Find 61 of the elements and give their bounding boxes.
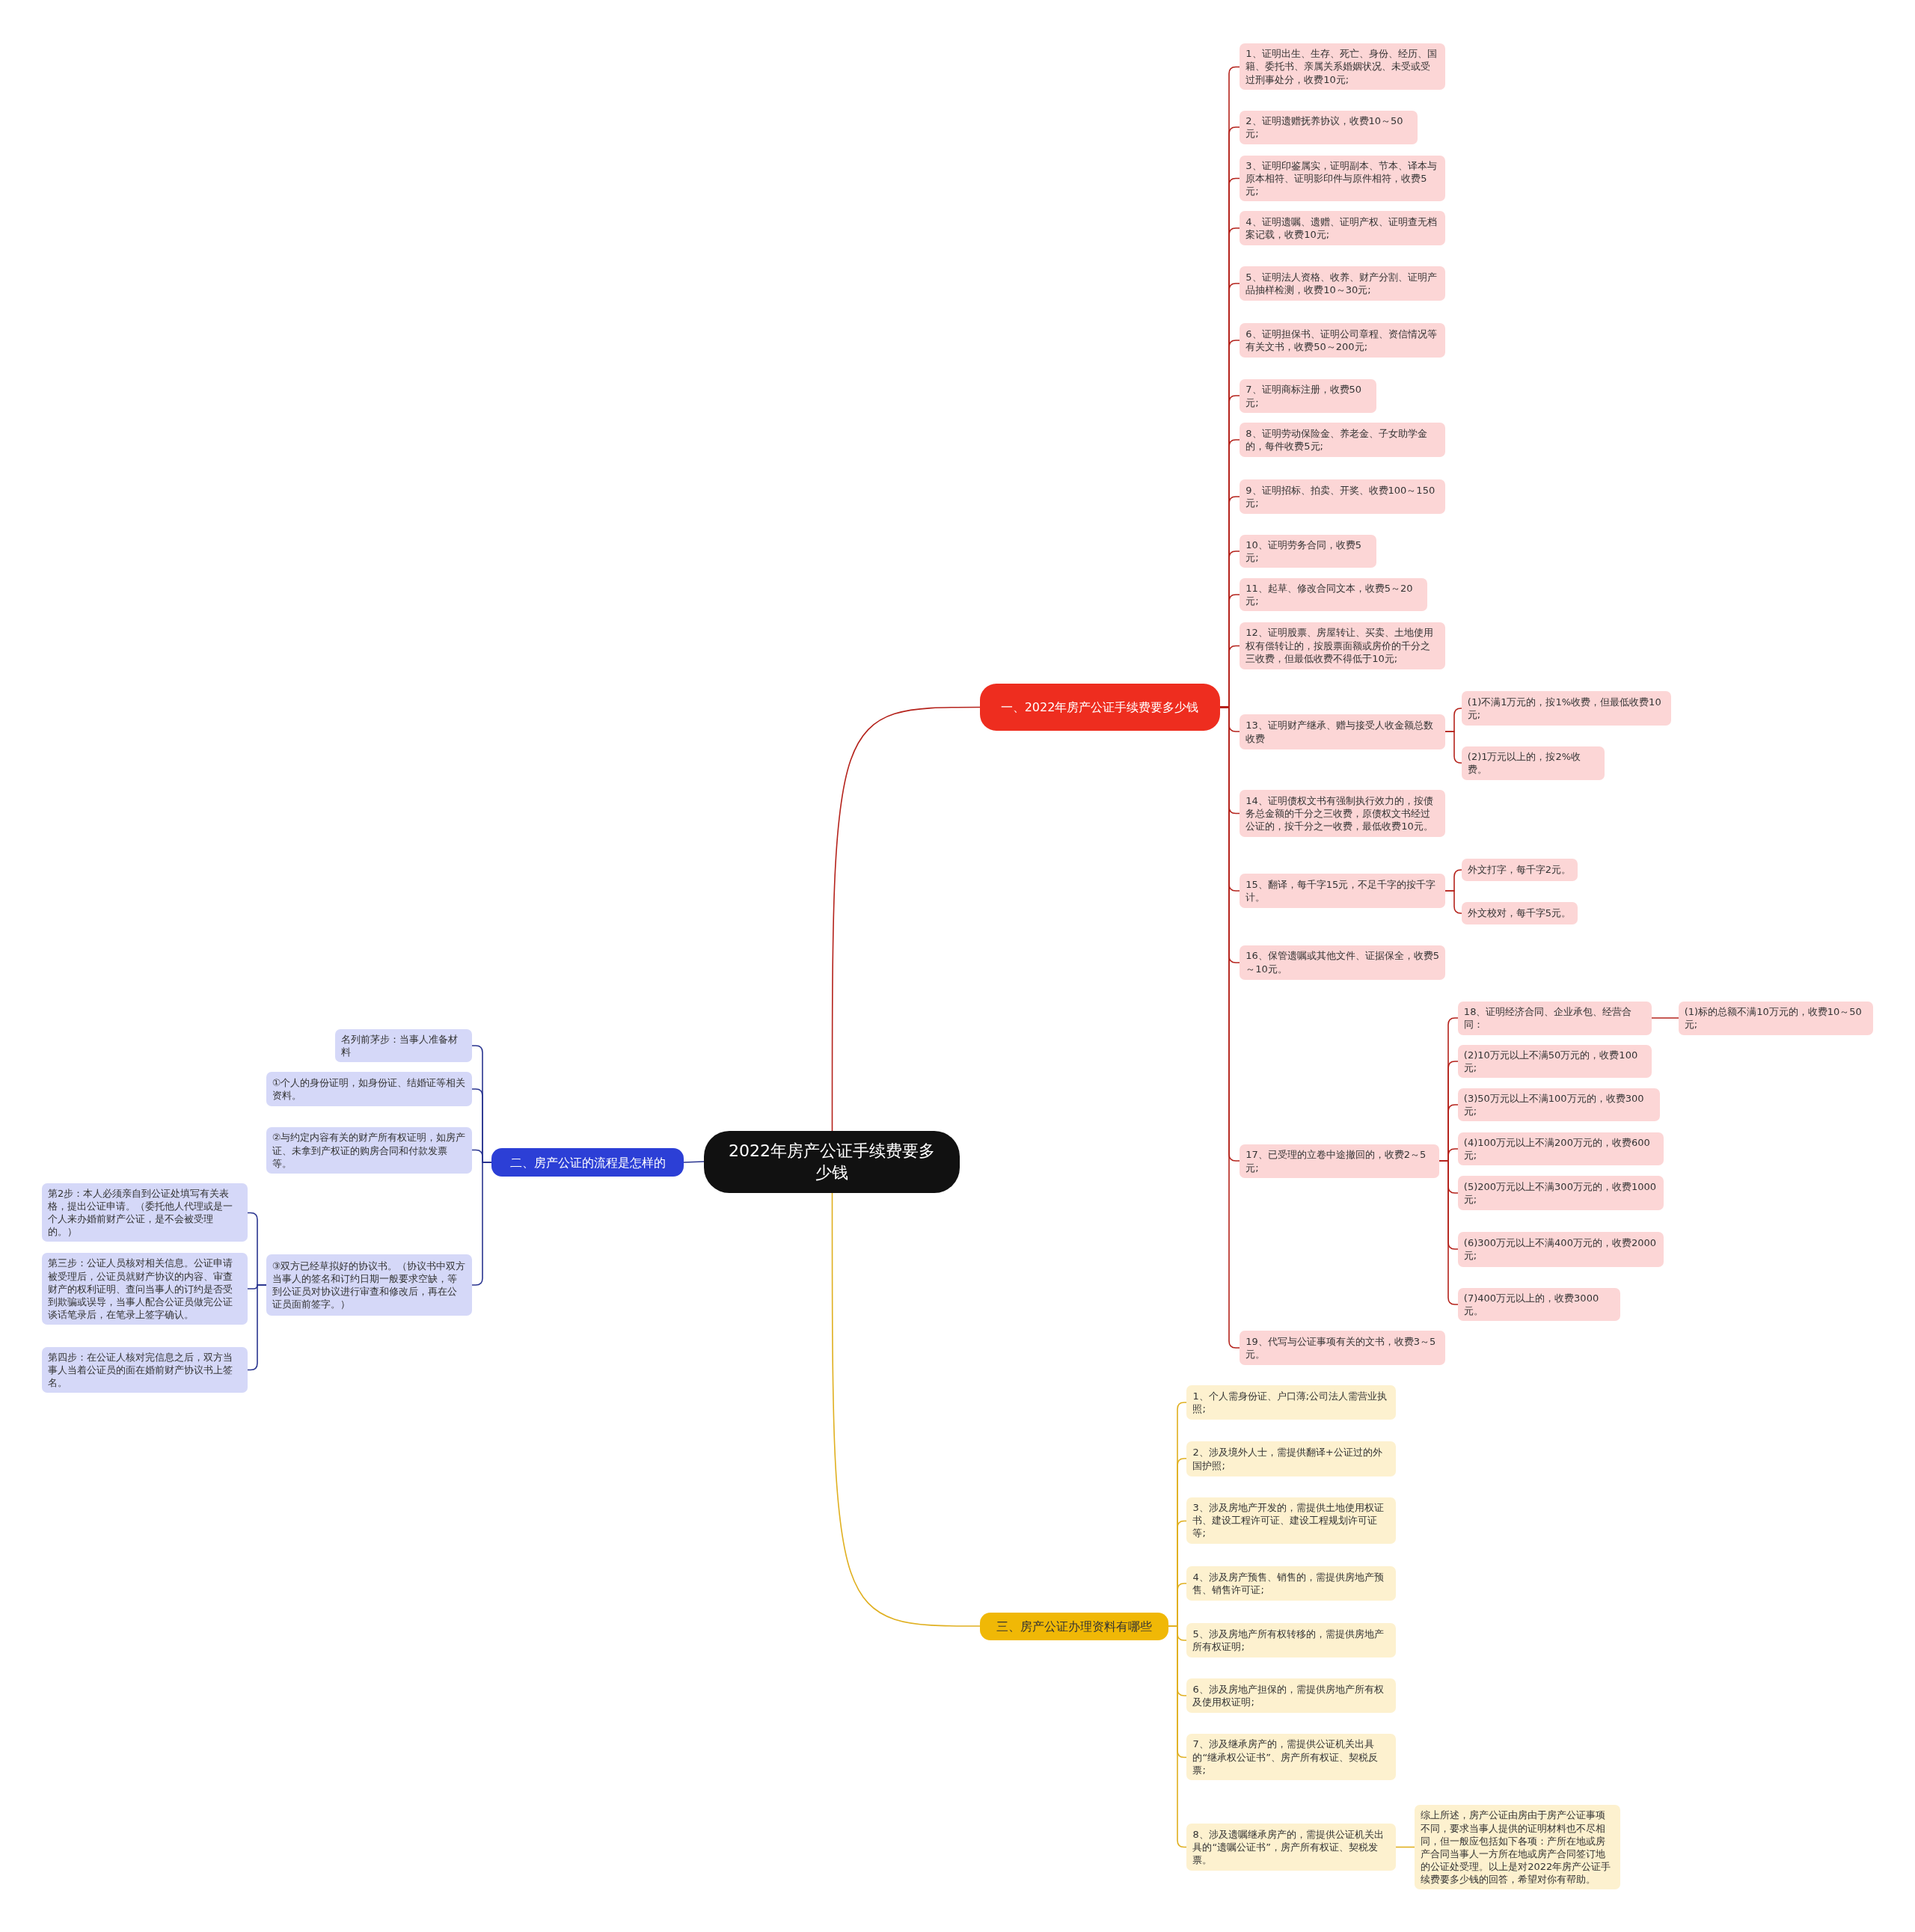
subtopic-box: ③双方已经草拟好的协议书。（协议书中双方当事人的签名和订约日期一般要求空缺，等到公证员对协议进行审查和修改后，再在公证员面前签字。） [266, 1254, 472, 1316]
subtopic-box: 5、涉及房地产所有权转移的，需提供房地产所有权证明; [1186, 1622, 1397, 1657]
subtopic-box: 17、已受理的立卷中途撤回的，收费2～5元; [1240, 1144, 1440, 1178]
subtopic-box: 9、证明招标、拍卖、开奖、收费100～150元; [1240, 479, 1446, 514]
subtopic-box: 11、起草、修改合同文本，收费5～20元; [1240, 577, 1427, 611]
subtopic-box: ②与约定内容有关的财产所有权证明，如房产证、未拿到产权证的购房合同和付款发票等。 [266, 1127, 472, 1174]
subtopic-box: 7、证明商标注册，收费50元; [1240, 379, 1377, 413]
connector-line [1438, 1160, 1459, 1305]
connector-line [1168, 1625, 1187, 1848]
branch-topic: 一、2022年房产公证手续费要多少钱 [979, 684, 1220, 731]
subtopic-box: 第四步：在公证人核对完信息之后，双方当事人当着公证员的面在婚前财产协议书上签名。 [42, 1346, 248, 1393]
subtopic-box: 名列前茅步：当事人准备材料 [335, 1028, 472, 1062]
subtopic-box: 3、证明印鉴属实，证明副本、节本、译本与原本相符、证明影印件与原件相符，收费5元; [1240, 155, 1446, 202]
subtopic-box: (6)300万元以上不满400万元的，收费2000元; [1457, 1232, 1664, 1267]
subtopic-box: 14、证明债权文书有强制执行效力的，按债务总金额的千分之三收费，原债权文书经过公证的，按千分之一收费，最低收费10元。 [1240, 789, 1446, 837]
subtopic-box: (1)标的总额不满10万元的，收费10～50元; [1678, 1002, 1874, 1035]
connector-line [471, 1162, 492, 1286]
subtopic-box: 12、证明股票、房屋转让、买卖、土地使用权有偿转让的，按股票面额或房价的千分之三收费，但最低收费不得低于10元; [1240, 622, 1446, 669]
subtopic-box: 16、保管遗嘱或其他文件、证据保全，收费5～10元。 [1240, 945, 1446, 980]
subtopic-box: 8、证明劳动保险金、养老金、子女助学金的，每件收费5元; [1240, 423, 1446, 458]
connector-line [1444, 890, 1462, 914]
subtopic-box: (5)200万元以上不满300万元的，收费1000元; [1457, 1175, 1664, 1210]
subtopic-box: 第三步：公证人员核对相关信息。公证申请被受理后，公证员就财产协议的内容、审查财产的权利证明、查问当事人的订约是否受到欺骗或误导，当事人配合公证员做完公证谈话笔录后，在笔录上签字确认。 [42, 1253, 248, 1325]
subtopic-box: 13、证明财产继承、赠与接受人收金额总数收费 [1240, 714, 1446, 749]
subtopic-box: 6、证明担保书、证明公司章程、资信情况等有关文书，收费50～200元; [1240, 322, 1446, 358]
central-topic: 2022年房产公证手续费要多少钱 [703, 1131, 960, 1193]
subtopic-box: 5、证明法人资格、收养、财产分割、证明产品抽样检测，收费10～30元; [1240, 266, 1446, 301]
subtopic-box: 2、证明遗赠抚养协议，收费10～50元; [1240, 111, 1418, 144]
subtopic-box: 10、证明劳务合同，收费5元; [1240, 534, 1377, 568]
subtopic-box: (4)100万元以上不满200万元的，收费600元; [1457, 1132, 1664, 1166]
connector-line [831, 706, 981, 1132]
subtopic-box: 外文校对，每千字5元。 [1461, 901, 1578, 924]
subtopic-box: (2)10万元以上不满50万元的，收费100元; [1457, 1045, 1652, 1079]
branch-topic: 三、房产公证办理资料有哪些 [979, 1613, 1168, 1640]
subtopic-box: ①个人的身份证明，如身份证、结婚证等相关资料。 [266, 1072, 472, 1107]
connector-line [1444, 731, 1462, 764]
subtopic-box: (3)50万元以上不满100万元的，收费300元; [1457, 1088, 1661, 1121]
subtopic-box: 15、翻译，每千字15元，不足千字的按千字计。 [1240, 874, 1446, 909]
subtopic-box: 2、涉及境外人士，需提供翻译+公证过的外国护照; [1186, 1441, 1397, 1476]
subtopic-box: (1)不满1万元的，按1%收费，但最低收费10元; [1461, 691, 1671, 726]
subtopic-box: (2)1万元以上的，按2%收费。 [1461, 746, 1605, 780]
subtopic-box: 1、证明出生、生存、死亡、身份、经历、国籍、委托书、亲属关系婚姻状况、未受或受过刑事处分，收费10元; [1240, 43, 1446, 91]
subtopic-box: 4、证明遗嘱、遗赠、证明产权、证明查无档案记载，收费10元; [1240, 210, 1446, 245]
subtopic-box: 6、涉及房地产担保的，需提供房地产所有权及使用权证明; [1186, 1678, 1397, 1713]
subtopic-box: 1、个人需身份证、户口薄;公司法人需营业执照; [1186, 1384, 1397, 1420]
subtopic-box: 19、代写与公证事项有关的文书，收费3～5元。 [1240, 1331, 1446, 1366]
connector-line [1651, 1017, 1679, 1019]
subtopic-box: 外文打字，每千字2元。 [1461, 859, 1578, 881]
subtopic-box: 18、证明经济合同、企业承包、经营合同： [1457, 1002, 1652, 1035]
connector-line [683, 1161, 705, 1163]
subtopic-box: 第2步：本人必须亲自到公证处填写有关表格，提出公证申请。（委托他人代理或是一个人来办婚前财产公证，是不会被受理的。） [42, 1183, 248, 1242]
connector-line [247, 1284, 267, 1371]
connector-line [831, 1192, 981, 1627]
subtopic-box: (7)400万元以上的，收费3000元。 [1457, 1287, 1621, 1321]
subtopic-box: 3、涉及房地产开发的，需提供土地使用权证书、建设工程许可证、建设工程规划许可证等; [1186, 1497, 1397, 1545]
subtopic-box: 4、涉及房产预售、销售的，需提供房地产预售、销售许可证; [1186, 1565, 1397, 1601]
subtopic-box: 8、涉及遗嘱继承房产的，需提供公证机关出具的“遗嘱公证书”，房产所有权证、契税发票。 [1186, 1824, 1397, 1871]
subtopic-box: 7、涉及继承房产的，需提供公证机关出具的“继承权公证书”、房产所有权证、契税反票; [1186, 1733, 1397, 1781]
branch-topic: 二、房产公证的流程是怎样的 [491, 1148, 684, 1177]
subtopic-box: 综上所述，房产公证由房由于房产公证事项不同，要求当事人提供的证明材料也不尽相同，但一般应包括如下各项：产所在地或房产合同当事人一方所在地或房产合同签订地的公证处受理。以上是对2022年房产公证手续费要多少钱的回答，希望对你有帮助。 [1415, 1805, 1621, 1890]
connector-line [1395, 1846, 1415, 1848]
